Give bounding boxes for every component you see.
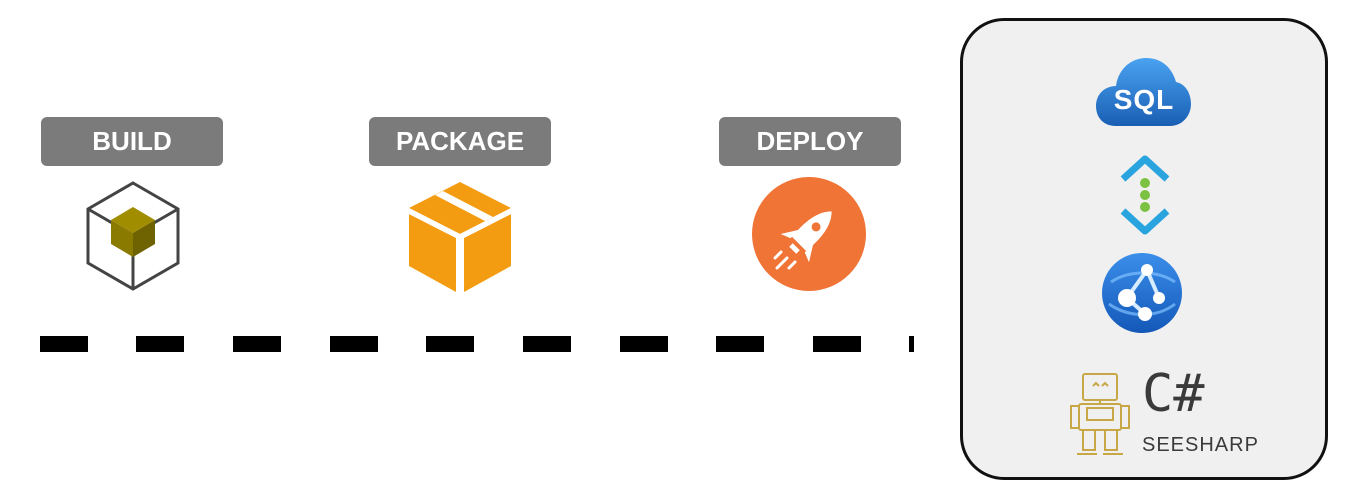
build-cube-icon: [86, 181, 180, 291]
package-stage-label: PACKAGE: [369, 117, 551, 166]
pipeline-timeline: [40, 336, 914, 352]
api-management-icon: [1120, 155, 1170, 235]
sql-cloud-icon: [1096, 58, 1191, 126]
seesharp-brand-label: SEESHARP: [1142, 434, 1259, 456]
build-stage-label: BUILD: [41, 117, 223, 166]
robot-mascot-icon: [1070, 373, 1130, 455]
deploy-stage-label: DEPLOY: [719, 117, 901, 166]
package-box-icon: [409, 182, 511, 292]
sql-label: SQL: [1113, 84, 1175, 115]
csharp-label: C#: [1142, 364, 1205, 424]
app-service-icon: [1102, 253, 1182, 333]
rocket-icon: [752, 177, 866, 291]
